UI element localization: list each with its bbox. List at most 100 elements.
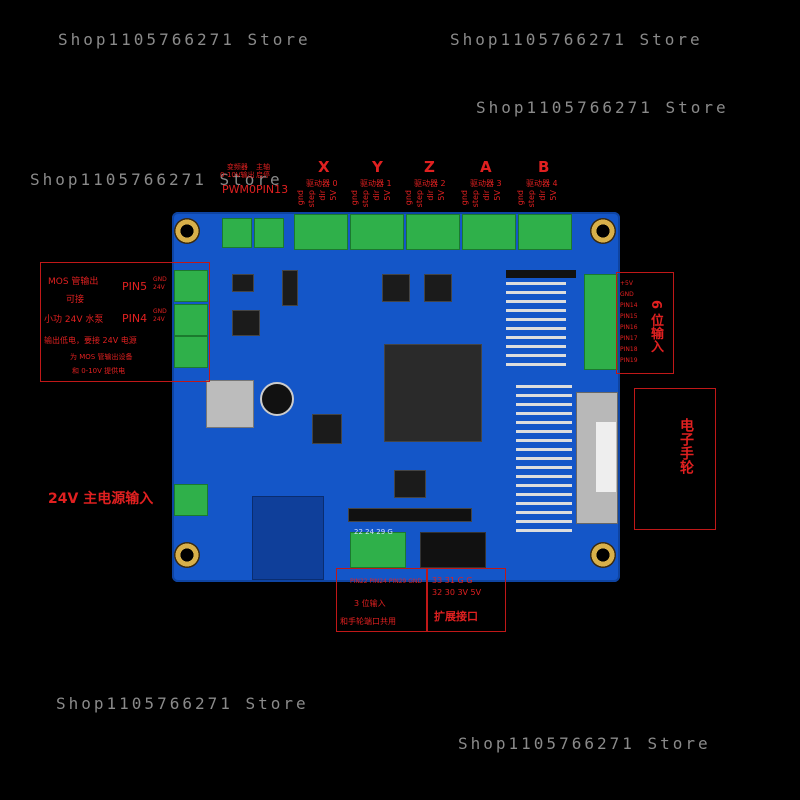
bottom-pin-silk: 22 24 29 G (354, 528, 393, 536)
handwheel-label: 电子手轮 (678, 418, 694, 474)
expansion-row2: 32 30 3V 5V (432, 588, 482, 597)
input-box (616, 272, 674, 374)
watermark: Shop1105766271 Store (450, 30, 703, 49)
input-pin-label: PIN15 (620, 313, 638, 320)
pin4-sub: GND 24V (153, 308, 167, 323)
power-terminal (174, 336, 208, 368)
pin5-sub: GND 24V (153, 276, 167, 291)
axis-pin-label: gnd (516, 190, 525, 206)
axis-pin-label: dir (426, 190, 435, 201)
pwm-label: PWM0 (222, 183, 256, 196)
pwm-terminal (222, 218, 252, 248)
input-pin-label: PIN14 (620, 302, 638, 309)
driver-ic (382, 274, 410, 302)
axis-pin-label: step (307, 190, 316, 208)
bottom-line1: 3 位输入 (354, 599, 386, 608)
mos-line6: 和 0-10V 提供电 (72, 367, 126, 375)
pin13-terminal (254, 218, 284, 248)
watermark: Shop1105766271 Store (30, 170, 283, 189)
watermark: Shop1105766271 Store (458, 734, 711, 753)
axis-a-driver: 驱动器 3 (470, 179, 502, 188)
axis-pin-label: 5V (437, 190, 446, 201)
pin5-terminal (174, 270, 208, 302)
resistor-array (516, 384, 572, 532)
axis-pin-label: step (361, 190, 370, 208)
axis-a-letter: A (480, 158, 492, 176)
axis-pin-label: 5V (383, 190, 392, 201)
mount-hole (174, 218, 200, 244)
resistor-array (506, 276, 566, 366)
pin13-small-label: 主轴 启停 (256, 163, 270, 179)
main-power-terminal (174, 484, 208, 516)
axis-pin-label: step (471, 190, 480, 208)
axis-pin-label: 5V (549, 190, 558, 201)
mos-line5: 为 MOS 管输出设备 (70, 353, 133, 361)
axis-z-letter: Z (424, 158, 435, 176)
ic (232, 310, 260, 336)
pcb-board (172, 212, 620, 582)
pin13-label: PIN13 (256, 183, 289, 196)
watermark: Shop1105766271 Store (58, 30, 311, 49)
axis-pin-label: 5V (493, 190, 502, 201)
expansion-header (420, 532, 486, 568)
input-pin-label: PIN17 (620, 335, 638, 342)
axis-pin-label: dir (318, 190, 327, 201)
axis-y-driver: 驱动器 1 (360, 179, 392, 188)
axis-pin-label: gnd (404, 190, 413, 206)
power-input-label: 24V 主电源输入 (48, 491, 154, 507)
a-terminal (462, 214, 516, 250)
axis-pin-label: gnd (296, 190, 305, 206)
axis-pin-label: dir (482, 190, 491, 201)
input-pin-label: GND (620, 291, 634, 298)
ic (394, 470, 426, 498)
mos-line4: 输出低电，要接 24V 电源 (44, 336, 137, 345)
mount-hole (590, 542, 616, 568)
input-title: 6 位输入 (648, 300, 663, 353)
input-pin-label: PIN19 (620, 357, 638, 364)
pin4-terminal (174, 304, 208, 336)
bottom-sub: PIN22 PIN24 PIN29 GND (350, 578, 423, 585)
pin5-label: PIN5 (122, 280, 148, 293)
axis-x-letter: X (318, 158, 330, 176)
mount-hole (174, 542, 200, 568)
input-pin-label: +5V (620, 280, 633, 287)
db9-shell (596, 422, 616, 492)
pin-header (506, 270, 576, 278)
input-terminal (584, 274, 618, 370)
expansion-box (426, 568, 506, 632)
expansion-row1: 33 31 G G (432, 576, 473, 585)
b-terminal (518, 214, 572, 250)
ic (312, 414, 342, 444)
x-terminal (294, 214, 348, 250)
pin4-label: PIN4 (122, 312, 148, 325)
input-pin-label: PIN18 (620, 346, 638, 353)
axis-pin-label: gnd (350, 190, 359, 206)
ic (282, 270, 298, 306)
ic (232, 274, 254, 292)
expansion-title: 扩展接口 (434, 610, 478, 623)
z-terminal (406, 214, 460, 250)
mos-line3: 小功 24V 水泵 (44, 315, 104, 325)
axis-y-letter: Y (372, 158, 383, 176)
handwheel-box (634, 388, 716, 530)
axis-z-driver: 驱动器 2 (414, 179, 446, 188)
axis-pin-label: step (415, 190, 424, 208)
axis-b-letter: B (538, 158, 550, 176)
bottom-input-terminal (350, 532, 406, 568)
bottom-input-box (336, 568, 428, 632)
bottom-line2: 和手轮端口共用 (340, 617, 396, 626)
mos-line2: 可接 (66, 295, 85, 305)
inductor (206, 380, 254, 428)
axis-b-driver: 驱动器 4 (526, 179, 558, 188)
mos-output-box (40, 262, 210, 382)
input-pin-label: PIN16 (620, 324, 638, 331)
axis-pin-label: gnd (460, 190, 469, 206)
header-strip (348, 508, 472, 522)
y-terminal (350, 214, 404, 250)
driver-ic (424, 274, 452, 302)
axis-pin-label: dir (538, 190, 547, 201)
axis-pin-label: dir (372, 190, 381, 201)
rj-connector (252, 496, 324, 580)
mos-line1: MOS 管输出 (48, 277, 99, 287)
mount-hole (590, 218, 616, 244)
